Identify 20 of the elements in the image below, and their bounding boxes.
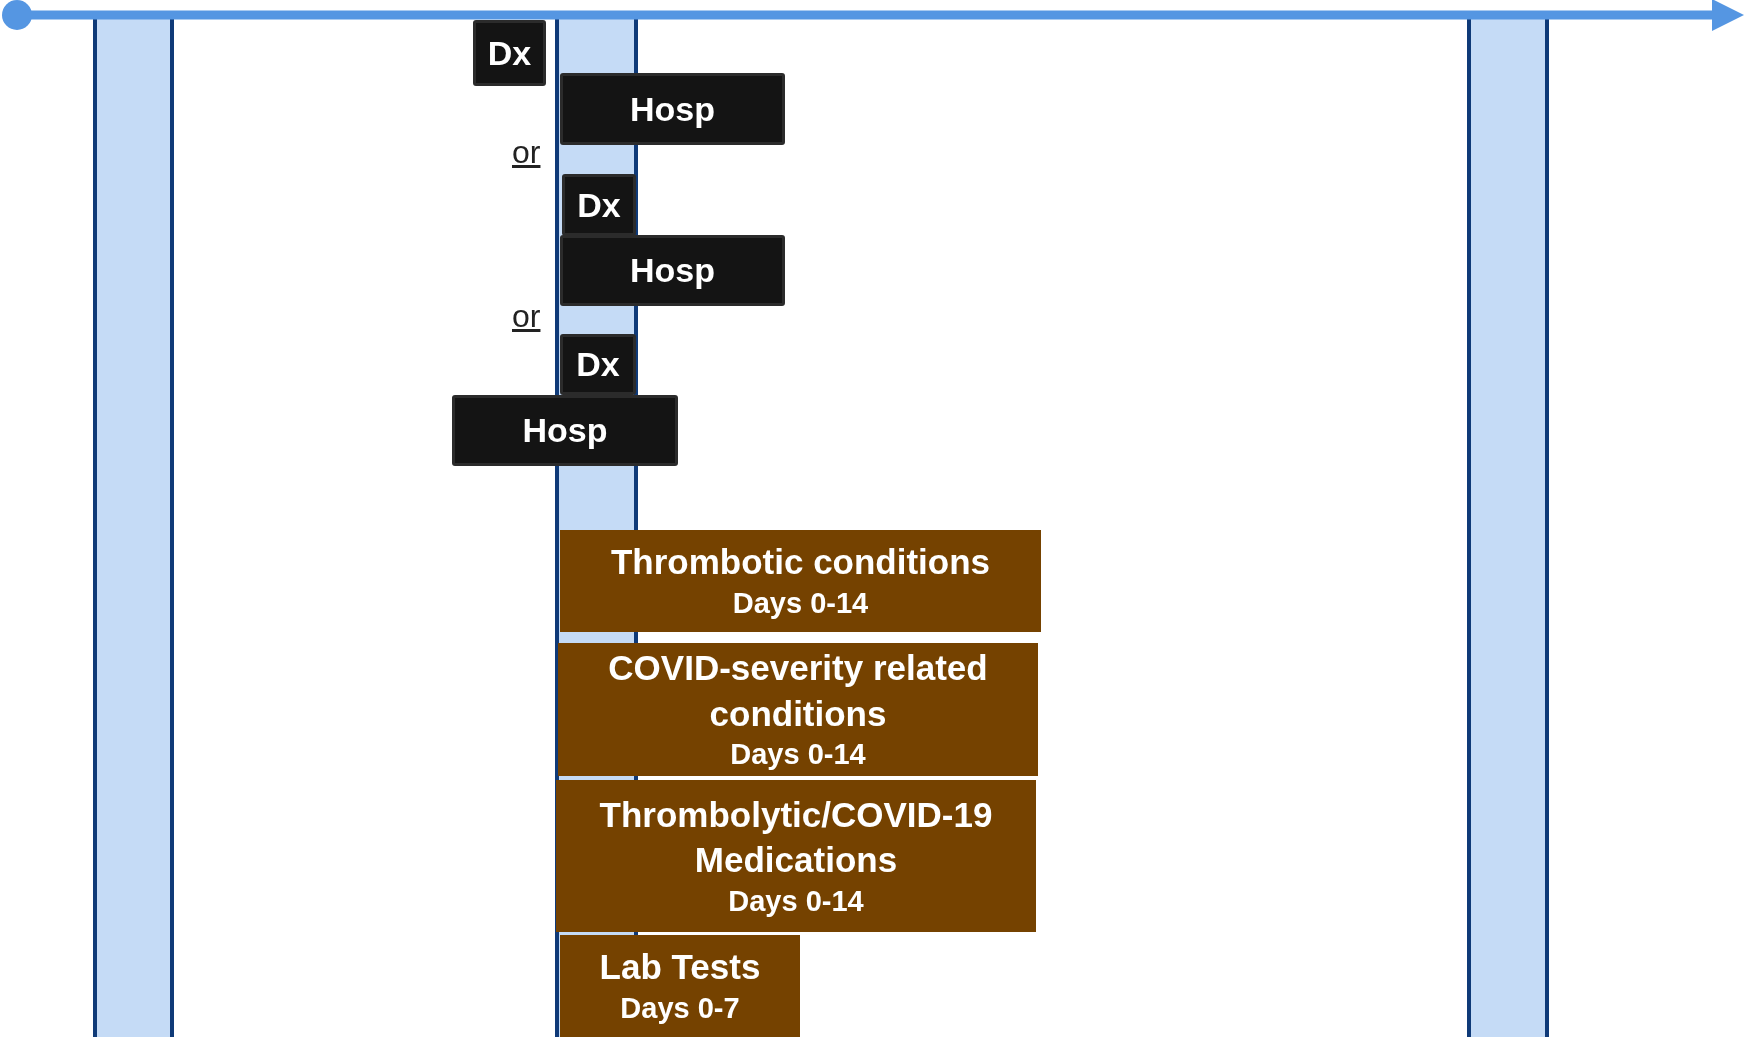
condition-box <box>560 530 1041 632</box>
event-box: Dx <box>560 334 636 395</box>
condition-title: COVID-severity related conditions <box>607 647 989 735</box>
event-box: Dx <box>473 20 546 86</box>
day-range: Days 0-14 <box>732 585 869 621</box>
event-box: Hosp <box>560 73 785 145</box>
day-range: Days 0-14 <box>730 737 866 773</box>
day-range: Days 0-14 <box>728 883 864 919</box>
condition-box <box>558 643 1038 776</box>
event-box: Dx <box>562 174 636 236</box>
condition-box <box>560 935 800 1037</box>
condition-title: Thrombolytic/COVID-19 Medications <box>598 793 994 882</box>
day-range: Days 0-7 <box>620 990 740 1026</box>
event-box: Hosp <box>560 235 785 306</box>
event-box: Hosp <box>452 395 678 466</box>
connector-word: or <box>512 298 541 335</box>
condition-title: Thrombotic conditions <box>610 541 991 584</box>
condition-box <box>556 780 1036 932</box>
connector-word: or <box>512 134 541 171</box>
condition-title: Lab Tests <box>599 946 761 989</box>
